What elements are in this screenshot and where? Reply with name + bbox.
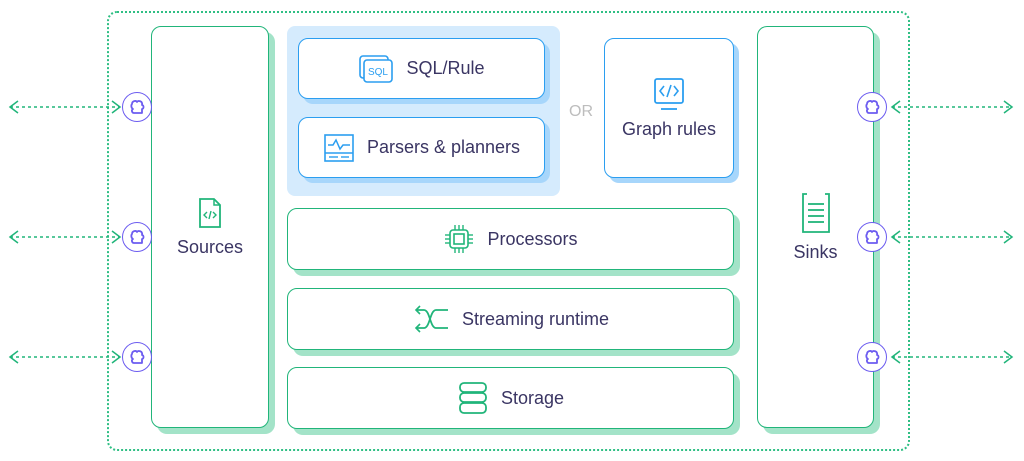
plugin-icon [128,228,146,246]
sinks-panel[interactable]: Sinks [757,26,874,428]
sql-rule-label: SQL/Rule [406,58,485,78]
plugin-icon [863,98,881,116]
system-boundary [107,11,910,451]
sql-rule-box[interactable]: SQL SQL/Rule [298,38,545,99]
source-plugin-3[interactable] [122,342,152,372]
plugin-icon [128,348,146,366]
plugin-icon [863,348,881,366]
sink-plugin-3[interactable] [857,342,887,372]
chip-icon [443,223,475,255]
sink-plugin-1[interactable] [857,92,887,122]
code-monitor-icon [652,77,686,111]
code-file-icon [198,197,222,229]
shuffle-icon [412,305,450,333]
storage-label: Storage [500,387,565,408]
svg-text:SQL: SQL [368,67,388,78]
document-list-icon [800,192,832,234]
sources-label: Sources [176,236,244,257]
sinks-label: Sinks [793,241,838,262]
sink-plugin-2[interactable] [857,222,887,252]
graph-rules-label: Graph rules [621,118,717,139]
streaming-runtime-box[interactable]: Streaming runtime [287,288,734,350]
plugin-icon [863,228,881,246]
or-label: OR [569,103,593,120]
sql-icon: SQL [358,54,394,84]
graph-rules-box[interactable]: Graph rules [604,38,734,178]
plugin-icon [128,98,146,116]
monitor-pulse-icon [323,133,355,163]
processors-label: Processors [487,228,578,249]
parsers-planners-label: Parsers & planners [366,137,521,157]
source-plugin-2[interactable] [122,222,152,252]
database-icon [457,380,489,416]
streaming-runtime-label: Streaming runtime [461,308,610,329]
parsers-planners-box[interactable]: Parsers & planners [298,117,545,178]
storage-box[interactable]: Storage [287,367,734,429]
source-plugin-1[interactable] [122,92,152,122]
processors-box[interactable]: Processors [287,208,734,270]
sources-panel[interactable]: Sources [151,26,269,428]
